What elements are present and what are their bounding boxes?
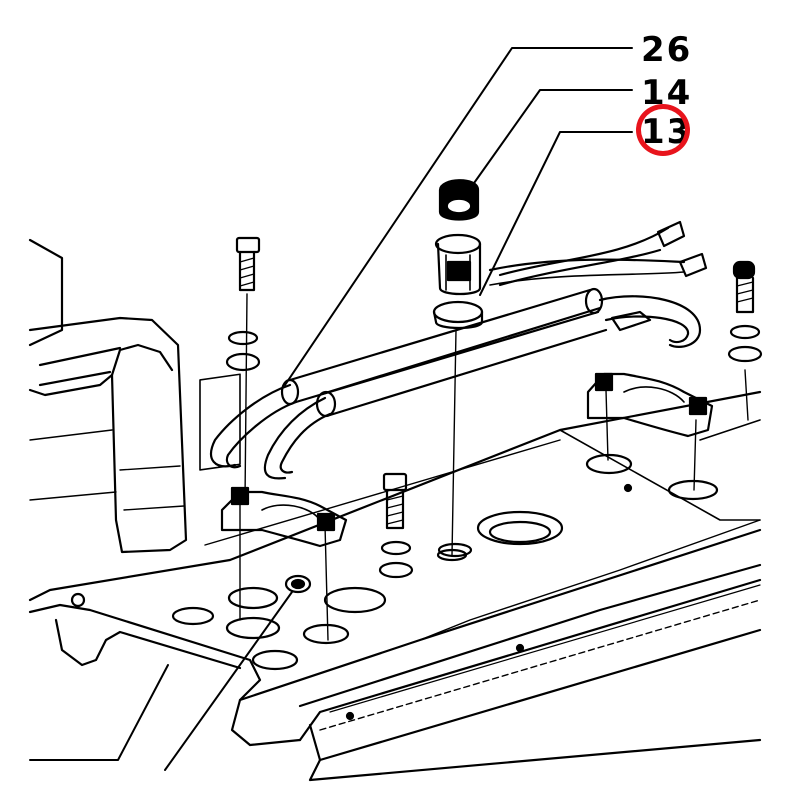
cover-plate [28,390,762,782]
leader-line-13 [479,131,633,296]
plate-seam [319,599,761,731]
bolt-left [225,236,261,501]
bolt-middle [378,472,414,579]
callout-26: 26 [641,30,693,70]
leader-line-26 [284,47,633,386]
wire-connectors [488,220,708,286]
leader-lines [29,47,633,771]
highlight-circle [636,104,690,156]
clamp-right [586,372,714,491]
cap-14 [438,179,480,221]
switch-13 [432,233,484,562]
bolt-right [727,260,763,421]
left-housing [28,238,241,554]
leader-line-14 [461,89,633,201]
leader-line-bottom-left [29,664,169,761]
plate-holes [171,453,719,671]
clamp-left [220,486,348,641]
pipe-assembly [210,226,702,480]
